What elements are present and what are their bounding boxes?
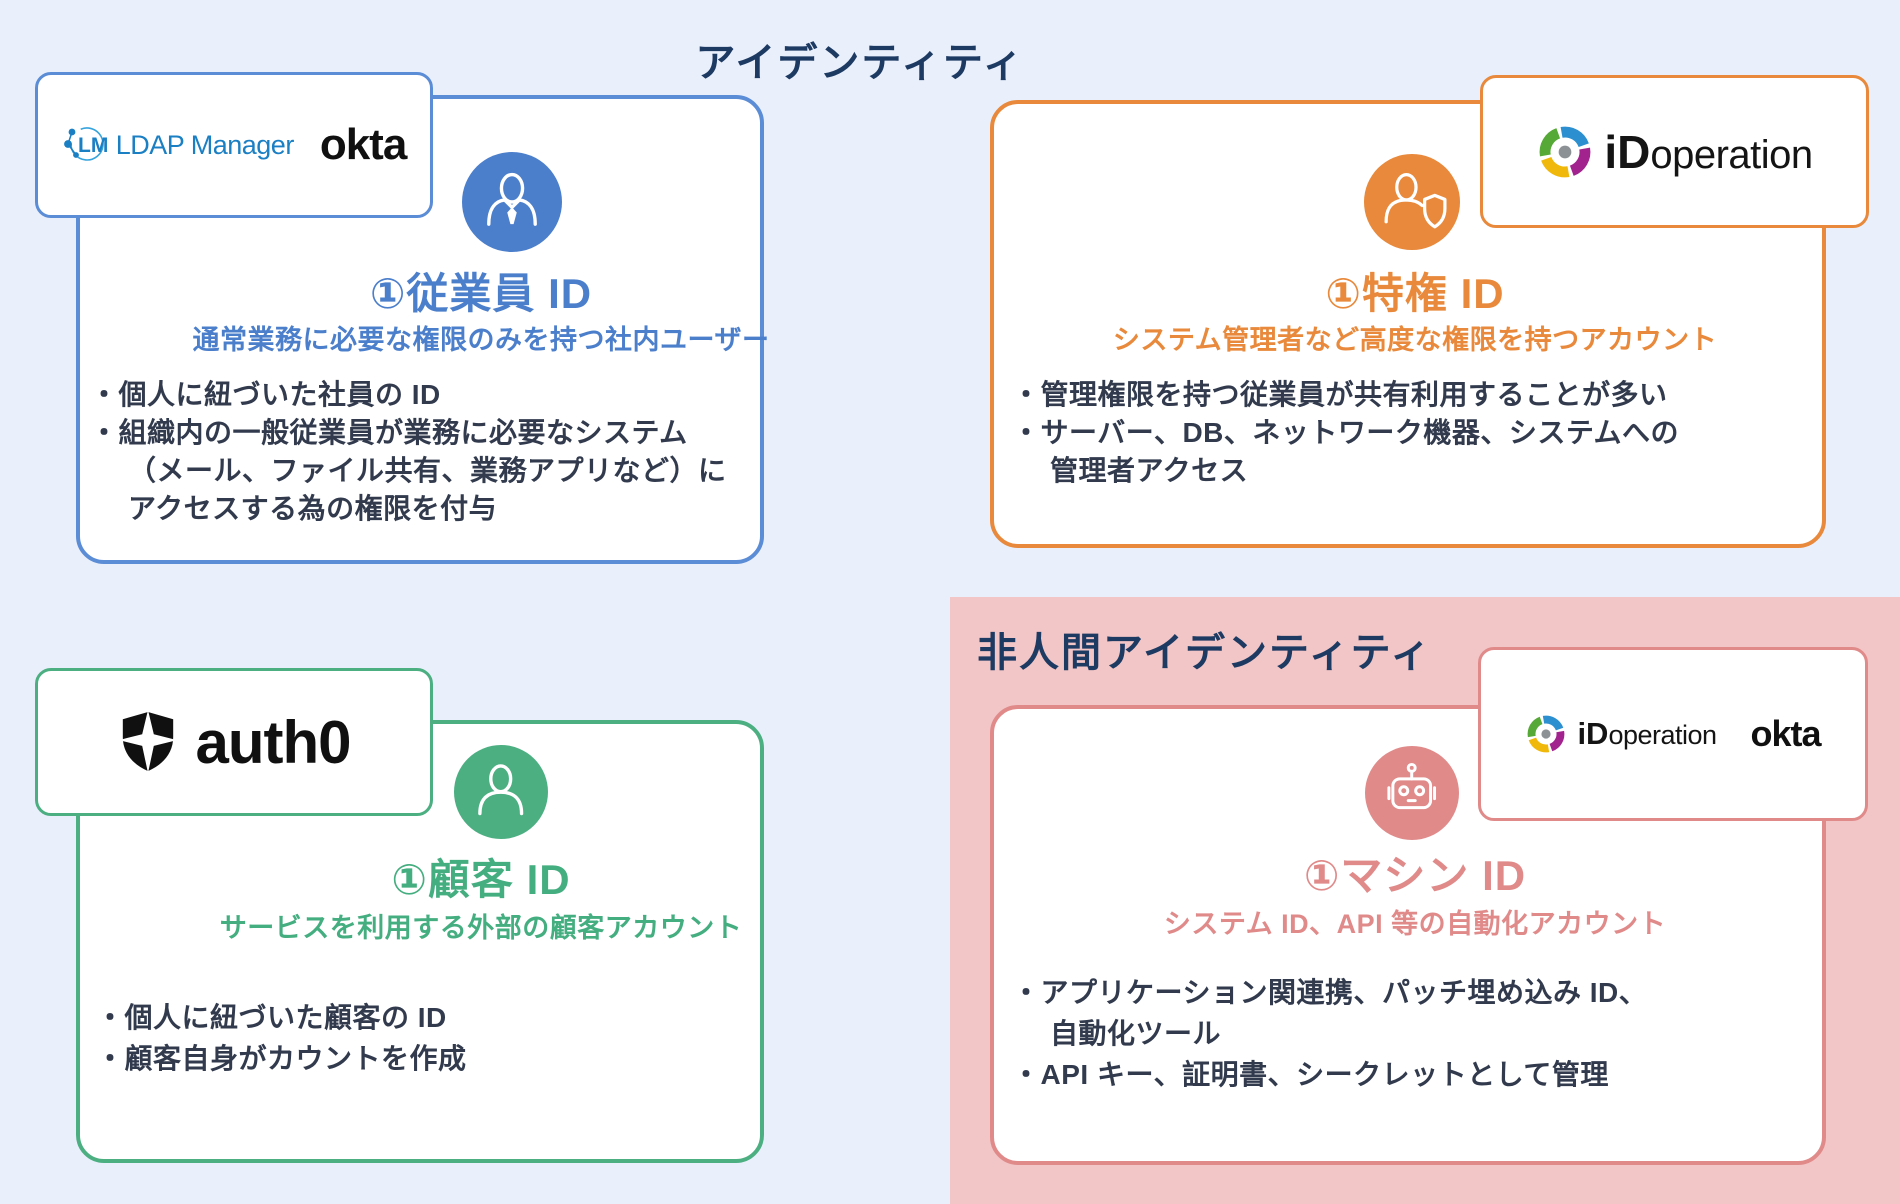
bullet-line: ・サーバー、DB、ネットワーク機器、システムへの: [1012, 417, 1680, 448]
idoperation-wordmark-lead: iD: [1577, 716, 1609, 751]
machine-heading: ①マシン ID: [1303, 852, 1527, 899]
ldap-manager-icon: LM: [63, 127, 108, 161]
ldap-manager-logo: LM LDAP Manager: [62, 124, 294, 166]
employee-logo-card: LM LDAP Manager okta: [35, 72, 433, 218]
bullet-line: ・顧客自身がカウントを作成: [96, 1043, 467, 1074]
privileged-heading: ①特権 ID: [1325, 270, 1505, 317]
customer-bullets: ・個人に紐づいた顧客の ID ・顧客自身がカウントを作成: [96, 997, 467, 1079]
machine-bullets: ・アプリケーション関連携、パッチ埋め込み ID、 自動化ツール ・API キー、…: [1012, 972, 1647, 1095]
auth0-wordmark: auth0: [195, 708, 351, 776]
bullet-line: ・管理権限を持つ従業員が共有利用することが多い: [1012, 379, 1668, 410]
bullet-line: （メール、ファイル共有、業務アプリなど）に: [128, 455, 727, 486]
bullet-line: ・個人に紐づいた顧客の ID: [96, 1002, 447, 1033]
idoperation-logo-small: iDoperation: [1525, 713, 1717, 755]
employee-heading: ①従業員 ID: [369, 270, 593, 317]
bullet-line: ・組織内の一般従業員が業務に必要なシステム: [90, 417, 688, 448]
auth0-logo: auth0: [117, 708, 352, 777]
privileged-person-shield-icon: [1364, 154, 1460, 250]
customer-person-icon: [454, 745, 548, 839]
ldap-manager-wordmark: LDAP Manager: [115, 129, 295, 160]
idoperation-wordmark: iDoperation: [1577, 716, 1717, 752]
okta-logo: okta: [319, 120, 407, 169]
employee-subtitle: 通常業務に必要な権限のみを持つ社内ユーザー: [192, 325, 770, 355]
okta-logo: okta: [1750, 713, 1822, 754]
bullet-line: ・アプリケーション関連携、パッチ埋め込み ID、: [1012, 977, 1648, 1008]
idoperation-wordmark: iDoperation: [1604, 125, 1813, 179]
bullet-line: 管理者アクセス: [1050, 455, 1249, 486]
privileged-subtitle: システム管理者など高度な権限を持つアカウント: [1112, 325, 1718, 355]
customer-logo-card: auth0: [35, 668, 433, 816]
customer-subtitle: サービスを利用する外部の顧客アカウント: [219, 913, 743, 943]
privileged-logo-card: iDoperation: [1480, 75, 1869, 228]
idoperation-icon: [1528, 715, 1565, 753]
idoperation-wordmark-rest: operation: [1608, 720, 1717, 750]
idoperation-wordmark-rest: operation: [1650, 132, 1813, 177]
privileged-bullets: ・管理権限を持つ従業員が共有利用することが多い ・サーバー、DB、ネットワーク機…: [1012, 376, 1679, 490]
employee-person-icon: [462, 152, 562, 252]
bullet-line: アクセスする為の権限を付与: [128, 493, 498, 524]
machine-logo-card: iDoperation okta: [1478, 647, 1868, 821]
idoperation-wordmark-lead: iD: [1604, 125, 1651, 178]
ldap-mark: LM: [78, 134, 108, 157]
employee-bullets: ・個人に紐づいた社員の ID ・組織内の一般従業員が業務に必要なシステム （メー…: [90, 376, 727, 528]
bullet-line: ・個人に紐づいた社員の ID: [90, 379, 441, 410]
idoperation-logo: iDoperation: [1536, 123, 1813, 181]
idoperation-icon: [1539, 126, 1591, 177]
customer-heading: ①顧客 ID: [391, 856, 571, 903]
bullet-line: ・API キー、証明書、シークレットとして管理: [1012, 1059, 1609, 1090]
nonhuman-section-title: 非人間アイデンティティ: [977, 631, 1433, 675]
machine-subtitle: システム ID、API 等の自動化アカウント: [1163, 909, 1667, 939]
bullet-line: 自動化ツール: [1050, 1018, 1222, 1049]
auth0-icon: [119, 710, 178, 773]
page-title: アイデンティティ: [695, 41, 1025, 85]
machine-robot-icon: [1365, 746, 1459, 840]
